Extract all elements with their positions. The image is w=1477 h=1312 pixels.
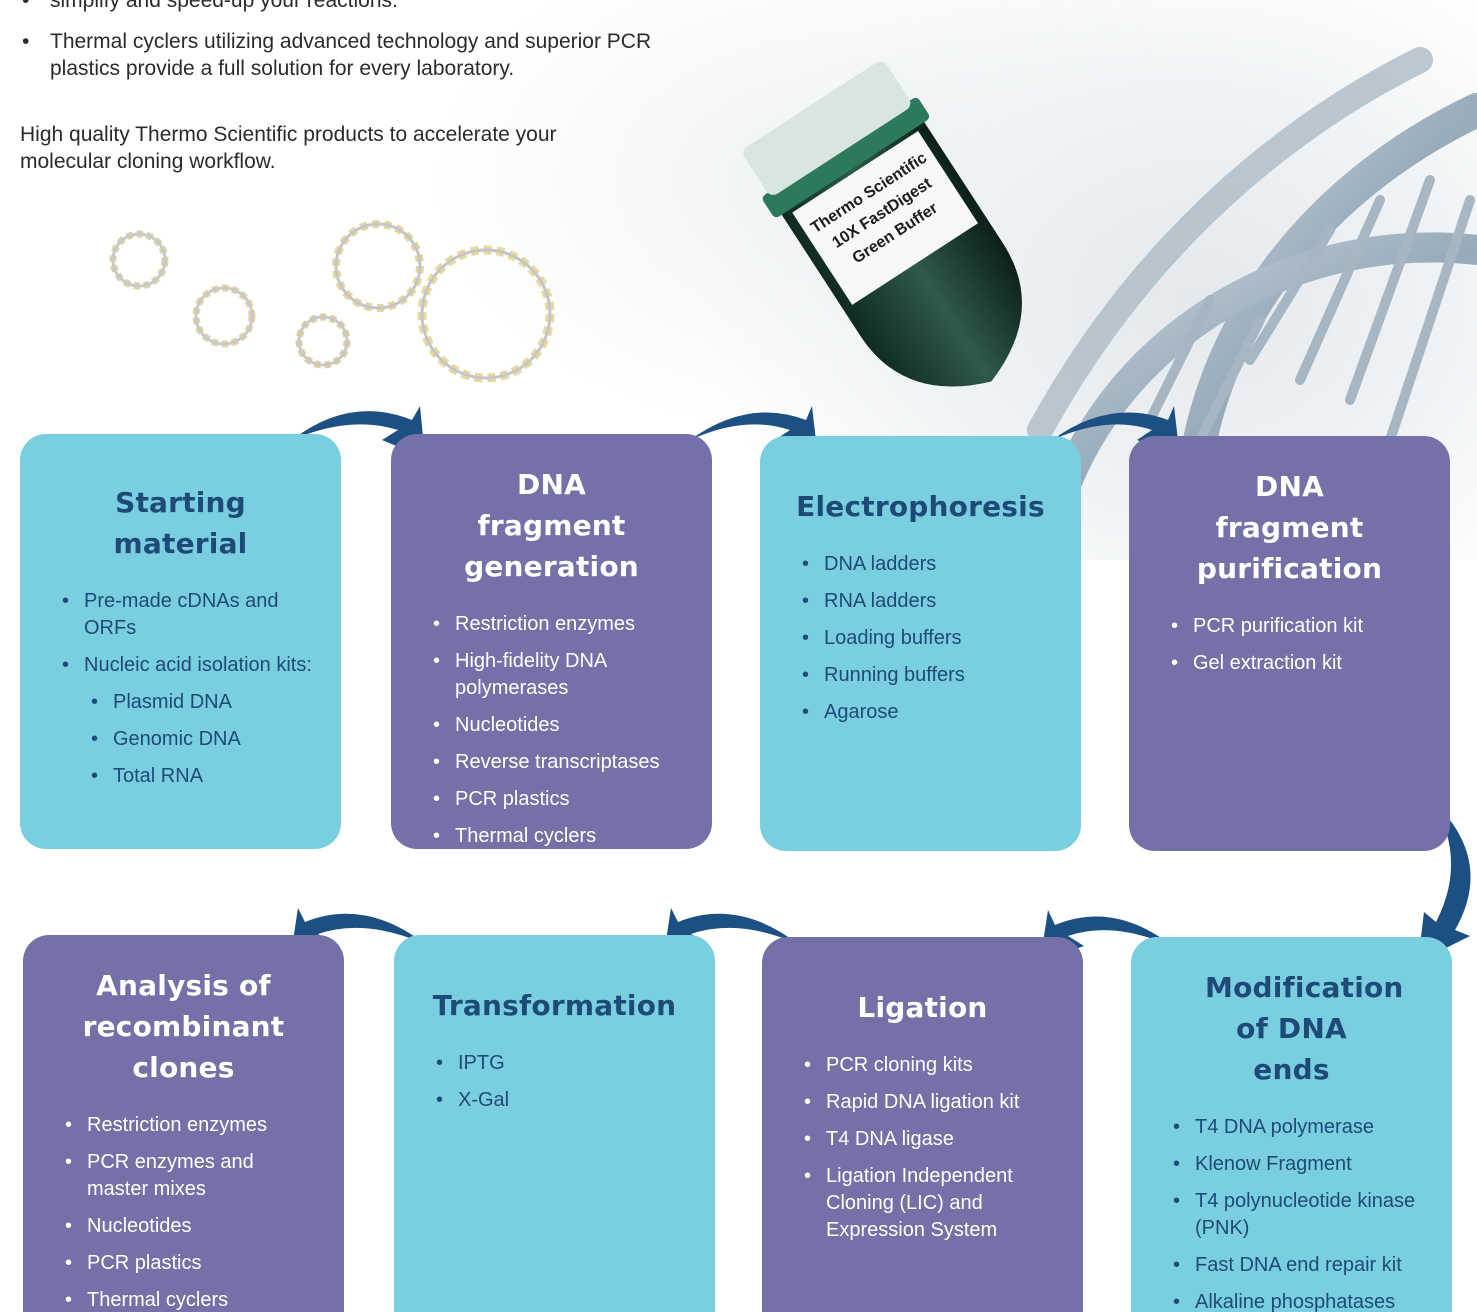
list-item: Genomic DNA (89, 726, 315, 753)
list-item: Restriction enzymes (63, 1112, 318, 1139)
intro-bullet: Thermal cyclers utilizing advanced techn… (20, 28, 670, 82)
list-item: Thermal cyclers (63, 1287, 318, 1312)
list-item: Ligation Independent Cloning (LIC) and E… (802, 1163, 1057, 1244)
list-item: Fast DNA end repair kit (1171, 1252, 1426, 1279)
card-title: Analysis of recombinant clones (82, 969, 285, 1084)
card-dna-fragment-generation: DNA fragment generation Restriction enzy… (391, 434, 712, 850)
list-item: Restriction enzymes (431, 611, 686, 638)
card-items: PCR cloning kits Rapid DNA ligation kit … (802, 1052, 1057, 1244)
list-item: PCR plastics (63, 1250, 318, 1277)
card-items: PCR purification kit Gel extraction kit (1169, 613, 1424, 677)
card-items: IPTG X-Gal (434, 1050, 689, 1114)
list-item: Nucleotides (431, 712, 686, 739)
list-item: T4 DNA ligase (802, 1126, 1057, 1153)
list-item: IPTG (434, 1050, 689, 1077)
list-item: Pre-made cDNAs and ORFs (60, 588, 315, 642)
card-title: Modification of DNA ends (1205, 971, 1404, 1086)
list-item: Klenow Fragment (1171, 1151, 1426, 1178)
card-title: Transformation (432, 989, 677, 1022)
list-item: Gel extraction kit (1169, 650, 1424, 677)
list-item: PCR enzymes and master mixes (63, 1149, 318, 1203)
card-items: T4 DNA polymerase Klenow Fragment T4 pol… (1171, 1114, 1426, 1312)
card-electrophoresis: Electrophoresis DNA ladders RNA ladders … (760, 436, 1081, 851)
card-transformation: Transformation IPTG X-Gal (394, 935, 715, 1312)
list-item: High-fidelity DNA polymerases (431, 648, 686, 702)
list-item: Loading buffers (800, 625, 1055, 652)
list-item: T4 DNA polymerase (1171, 1114, 1426, 1141)
list-item: Agarose (800, 699, 1055, 726)
card-ligation: Ligation PCR cloning kits Rapid DNA liga… (762, 937, 1083, 1312)
card-title: DNA fragment purification (1196, 470, 1383, 585)
list-item: Rapid DNA ligation kit (802, 1089, 1057, 1116)
card-dna-fragment-purification: DNA fragment purification PCR purificati… (1129, 436, 1450, 851)
list-item: X-Gal (434, 1087, 689, 1114)
intro-bullets-2: Thermal cyclers utilizing advanced techn… (20, 28, 670, 82)
list-item: Nucleotides (63, 1213, 318, 1240)
list-item: Running buffers (800, 662, 1055, 689)
card-starting-material: Starting material Pre-made cDNAs and ORF… (20, 434, 341, 849)
list-item: Total RNA (89, 763, 315, 790)
list-item: Plasmid DNA (89, 689, 315, 716)
card-title: Ligation (857, 991, 988, 1024)
card-title: DNA fragment generation (464, 468, 639, 583)
card-items: DNA ladders RNA ladders Loading buffers … (800, 551, 1055, 726)
list-item: T4 polynucleotide kinase (PNK) (1171, 1188, 1426, 1242)
list-item: Thermal cyclers (431, 823, 686, 850)
card-items: Pre-made cDNAs and ORFs Nucleic acid iso… (60, 588, 315, 790)
list-item: DNA ladders (800, 551, 1055, 578)
intro-bullet: simplify and speed-up your reactions. (20, 0, 398, 14)
list-item: Nucleic acid isolation kits: (60, 652, 315, 679)
card-items: Restriction enzymes High-fidelity DNA po… (431, 611, 686, 850)
list-item: Alkaline phosphatases (1171, 1289, 1426, 1312)
card-title: Starting material (113, 486, 248, 560)
list-item: PCR purification kit (1169, 613, 1424, 640)
card-analysis-recombinant-clones: Analysis of recombinant clones Restricti… (23, 935, 344, 1312)
card-modification-dna-ends: Modification of DNA ends T4 DNA polymera… (1131, 937, 1452, 1312)
card-title: Electrophoresis (796, 490, 1045, 523)
list-item: PCR cloning kits (802, 1052, 1057, 1079)
list-item: PCR plastics (431, 786, 686, 813)
list-item: RNA ladders (800, 588, 1055, 615)
list-item: Reverse transcriptases (431, 749, 686, 776)
card-items: Restriction enzymes PCR enzymes and mast… (63, 1112, 318, 1312)
intro-paragraph: High quality Thermo Scientific products … (20, 123, 557, 173)
